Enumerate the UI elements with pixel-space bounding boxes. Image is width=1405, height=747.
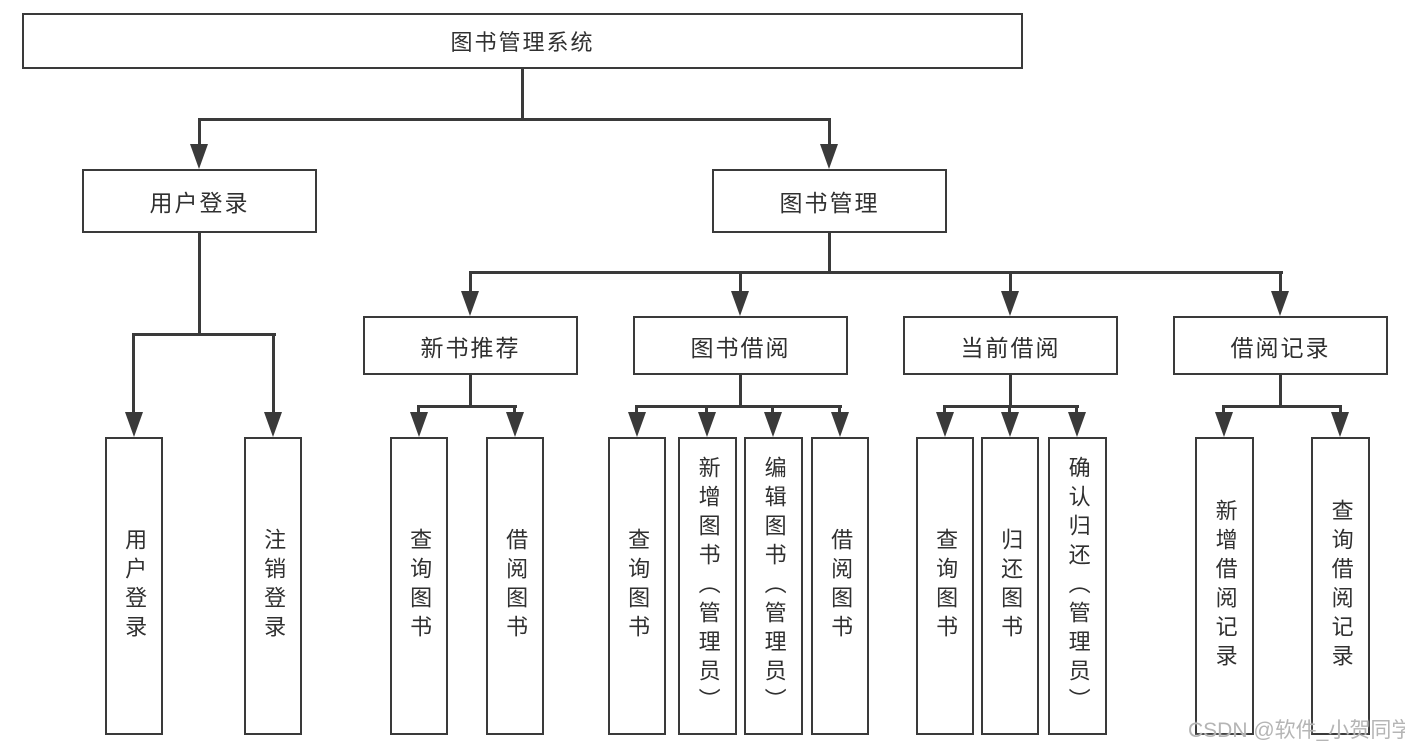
connector-line (1279, 375, 1282, 408)
arrowhead-down-icon (190, 144, 208, 169)
arrowhead-down-icon (1001, 412, 1019, 437)
arrowhead-down-icon (1001, 291, 1019, 316)
connector-line (943, 405, 1079, 408)
leaf-current-query-books: 查询图书 (916, 437, 974, 735)
arrowhead-down-icon (764, 412, 782, 437)
leaf-label: 查询图书 (407, 528, 433, 644)
arrowhead-down-icon (831, 412, 849, 437)
leaf-recommend-borrow-books: 借阅图书 (486, 437, 544, 735)
leaf-label: 查询图书 (933, 528, 959, 644)
arrowhead-down-icon (1068, 412, 1086, 437)
leaf-label: 归还图书 (998, 528, 1024, 644)
connector-line (1009, 273, 1012, 293)
connector-line (739, 273, 742, 293)
connector-line (469, 375, 472, 408)
connector-line (1008, 407, 1011, 415)
box-label: 借阅记录 (1230, 334, 1331, 361)
leaf-return-books: 归还图书 (981, 437, 1039, 735)
leaf-add-borrow-record: 新增借阅记录 (1195, 437, 1254, 735)
connector-line (1222, 407, 1225, 415)
box-label: 当前借阅 (960, 334, 1061, 361)
box-label: 图书借阅 (690, 334, 791, 361)
connector-line (417, 405, 517, 408)
connector-line (1339, 407, 1342, 415)
root-label: 图书管理系统 (450, 30, 595, 55)
leaf-logout: 注销登录 (244, 437, 302, 735)
connector-line (705, 407, 708, 415)
connector-line (943, 407, 946, 415)
box-library-management-system: 图书管理系统 (22, 13, 1023, 69)
connector-line (1009, 375, 1012, 408)
connector-line (828, 120, 831, 146)
box-book-borrow: 图书借阅 (633, 316, 848, 375)
connector-line (1279, 273, 1282, 293)
leaf-label: 借阅图书 (828, 528, 854, 644)
leaf-borrow-books: 借阅图书 (811, 437, 869, 735)
connector-line (198, 120, 201, 146)
connector-line (828, 233, 831, 273)
arrowhead-down-icon (936, 412, 954, 437)
box-new-book-recommend: 新书推荐 (363, 316, 578, 375)
connector-line (272, 335, 275, 413)
leaf-recommend-query-books: 查询图书 (390, 437, 448, 735)
connector-line (635, 405, 842, 408)
arrowhead-down-icon (628, 412, 646, 437)
leaf-add-books-admin: 新增图书（管理员） (678, 437, 737, 735)
connector-line (771, 407, 774, 415)
arrowhead-down-icon (1215, 412, 1233, 437)
connector-line (513, 407, 516, 415)
connector-line (198, 233, 201, 336)
connector-line (469, 271, 1283, 274)
leaf-query-borrow-record: 查询借阅记录 (1311, 437, 1370, 735)
arrowhead-down-icon (698, 412, 716, 437)
box-book-management: 图书管理 (712, 169, 947, 233)
connector-line (739, 375, 742, 408)
leaf-borrow-query-books: 查询图书 (608, 437, 666, 735)
arrowhead-down-icon (1271, 291, 1289, 316)
leaf-label: 用户登录 (122, 528, 148, 644)
arrowhead-down-icon (264, 412, 282, 437)
leaf-label: 查询图书 (625, 528, 651, 644)
connector-line (521, 69, 524, 120)
connector-line (635, 407, 638, 415)
leaf-label: 借阅图书 (503, 528, 529, 644)
leaf-label: 查询借阅记录 (1328, 499, 1354, 673)
connector-line (198, 118, 831, 121)
arrowhead-down-icon (731, 291, 749, 316)
box-current-borrow: 当前借阅 (903, 316, 1118, 375)
connector-line (1222, 405, 1342, 408)
box-label: 新书推荐 (420, 334, 521, 361)
arrowhead-down-icon (820, 144, 838, 169)
leaf-label: 注销登录 (261, 528, 287, 644)
connector-line (1075, 407, 1078, 415)
leaf-label: 确认归还（管理员） (1065, 455, 1091, 717)
box-label: 图书管理 (779, 190, 880, 216)
connector-line (132, 333, 276, 336)
connector-line (417, 407, 420, 415)
arrowhead-down-icon (125, 412, 143, 437)
arrowhead-down-icon (461, 291, 479, 316)
leaf-label: 新增图书（管理员） (695, 455, 721, 717)
leaf-label: 新增借阅记录 (1212, 499, 1238, 673)
box-user-login: 用户登录 (82, 169, 317, 233)
arrowhead-down-icon (1331, 412, 1349, 437)
arrowhead-down-icon (506, 412, 524, 437)
leaf-user-login: 用户登录 (105, 437, 163, 735)
box-borrow-records: 借阅记录 (1173, 316, 1388, 375)
connector-line (838, 407, 841, 415)
arrowhead-down-icon (410, 412, 428, 437)
connector-line (132, 335, 135, 413)
box-label: 用户登录 (149, 190, 250, 216)
connector-line (469, 273, 472, 293)
leaf-edit-books-admin: 编辑图书（管理员） (744, 437, 803, 735)
leaf-label: 编辑图书（管理员） (761, 455, 787, 717)
leaf-confirm-return-admin: 确认归还（管理员） (1048, 437, 1107, 735)
watermark: CSDN @软件_小贺同学 (1188, 719, 1405, 742)
